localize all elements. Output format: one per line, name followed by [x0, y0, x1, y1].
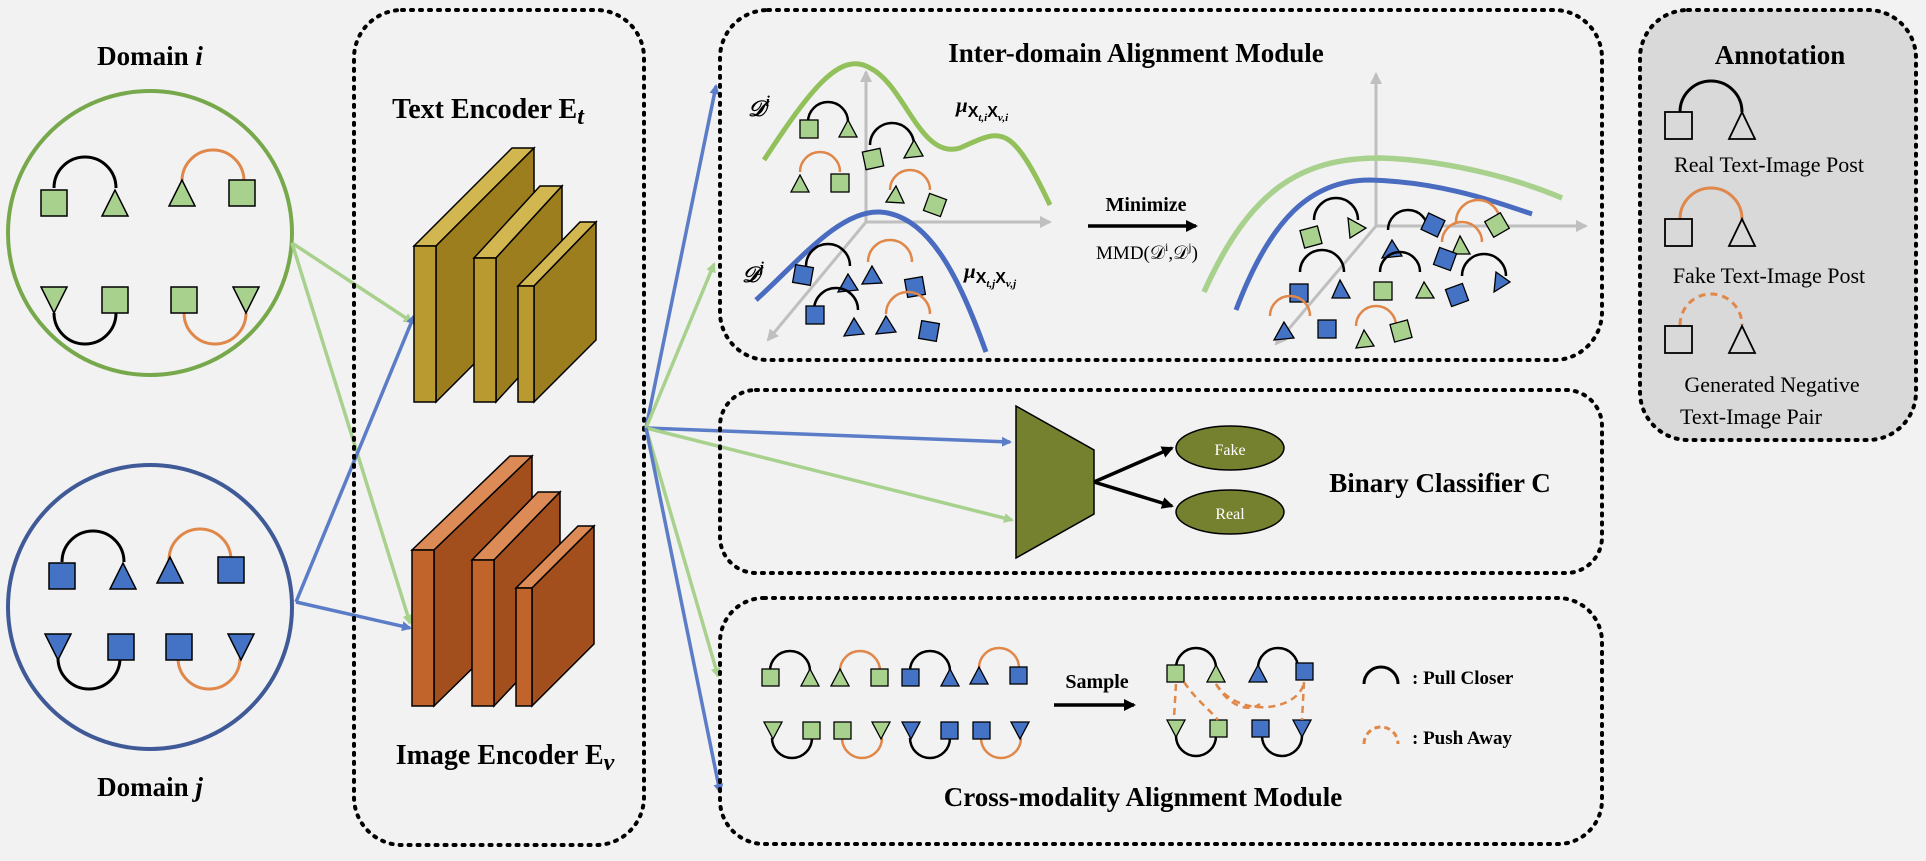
cross-modality-module-box	[718, 596, 1604, 846]
green-distribution-curve	[761, 61, 1053, 207]
domain-j-posts	[43, 527, 256, 691]
left-axes	[766, 70, 1052, 342]
real-output-label: Real	[1215, 506, 1245, 523]
push-away-label: : Push Away	[1412, 728, 1512, 749]
mu-j-label: μXt,jXv,j	[963, 259, 1017, 290]
image-encoder-label: Image Encoder Ev	[396, 740, 615, 776]
image-encoder-blocks	[410, 454, 596, 708]
cross-modality-title: Cross-modality Alignment Module	[944, 782, 1343, 812]
encoders-box	[352, 8, 646, 847]
classifier-module-box	[718, 388, 1604, 575]
mmd-label: MMD(𝒟i,𝒟j)	[1096, 240, 1198, 264]
text-encoder-label: Text Encoder Et	[392, 94, 585, 130]
to-real-arrow	[1093, 480, 1174, 509]
blue-distribution-curve	[754, 209, 989, 353]
to-fake-arrow	[1093, 446, 1174, 484]
sampled-pairs	[1165, 646, 1314, 758]
legend-real-post	[1664, 79, 1757, 140]
cross-modality-post-pairs	[761, 646, 1031, 760]
annotation-title: Annotation	[1715, 40, 1846, 70]
legend-negative-pair-label-1: Generated Negative	[1684, 372, 1859, 397]
minimize-label: Minimize	[1105, 194, 1186, 216]
domain-i-dist-label: 𝒟i	[748, 94, 771, 121]
domain-j-circle	[6, 463, 294, 751]
fake-output-node	[1175, 425, 1285, 471]
domain-i-circle	[6, 89, 294, 377]
domain-j-dist-label: 𝒟j	[742, 260, 765, 287]
pull-closer-label: : Pull Closer	[1412, 668, 1514, 689]
fake-output-label: Fake	[1214, 442, 1245, 459]
real-output-node	[1175, 489, 1285, 535]
domain-j-label: Domain j	[97, 772, 203, 802]
annotation-panel	[1638, 8, 1918, 442]
domain-i-posts	[39, 148, 261, 346]
domain-i-label: Domain i	[97, 41, 203, 71]
legend-real-post-label: Real Text-Image Post	[1674, 152, 1864, 177]
pull-closer-legend-arc	[1362, 665, 1400, 685]
text-encoder-blocks	[412, 146, 598, 404]
aligned-green-curve	[1201, 155, 1564, 294]
inter-domain-module-box	[718, 8, 1604, 362]
legend-fake-post	[1664, 186, 1757, 247]
left-blue-posts	[791, 238, 941, 343]
sample-label: Sample	[1065, 671, 1128, 693]
mu-i-label: μXt,iXv,i	[955, 93, 1009, 124]
encoder-output-arrows	[644, 84, 1014, 794]
legend-fake-post-label: Fake Text-Image Post	[1673, 263, 1865, 288]
legend-negative-pair-label-2: Text-Image Pair	[1680, 404, 1823, 429]
aligned-blue-curve	[1233, 177, 1533, 311]
classifier-trapezoid	[1015, 404, 1095, 560]
classifier-title: Binary Classifier C	[1329, 468, 1551, 498]
left-green-posts	[789, 100, 948, 218]
inter-domain-title: Inter-domain Alignment Module	[948, 38, 1324, 68]
push-away-legend-arc	[1362, 725, 1400, 745]
legend-negative-pair	[1664, 292, 1757, 354]
aligned-posts	[1268, 196, 1512, 349]
right-axes	[1274, 72, 1588, 346]
domain-to-encoder-arrows	[290, 241, 416, 632]
